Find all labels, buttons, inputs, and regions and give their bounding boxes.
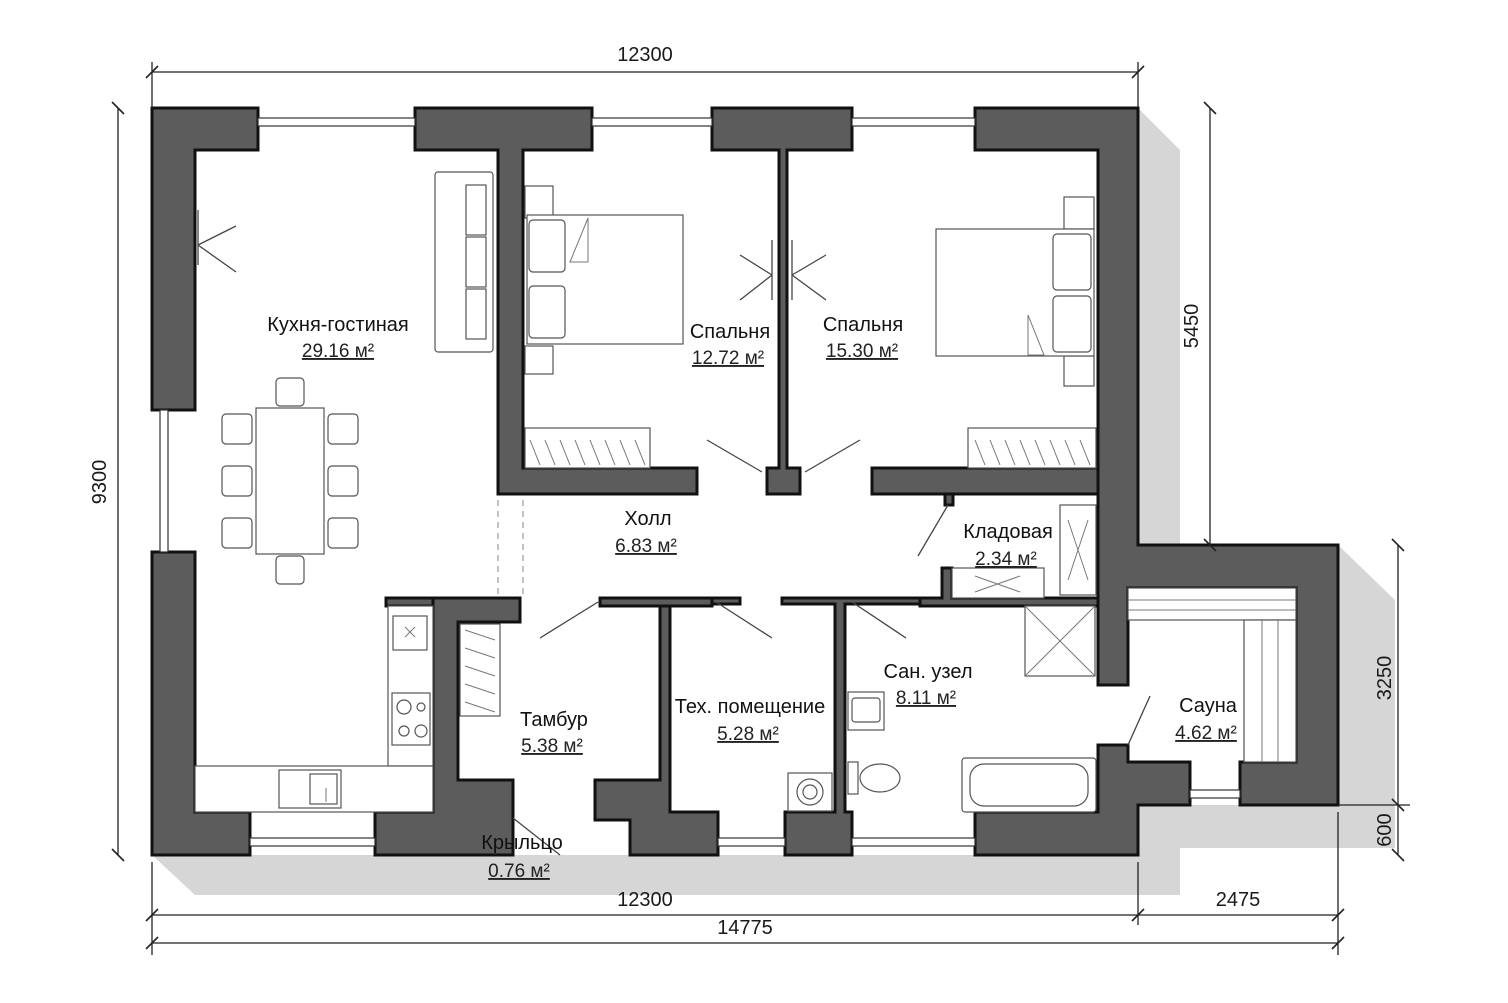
room-storage: Кладовая 2.34 м² — [963, 521, 1053, 570]
room-porch: Крыльцо 0.76 м² — [481, 832, 563, 882]
dim-bottom-sauna: 2475 — [1216, 889, 1261, 911]
outer-wall-top-mid — [413, 106, 699, 496]
room-name: Кухня-гостиная — [267, 314, 409, 336]
room-area: 15.30 м² — [826, 341, 898, 362]
room-name: Крыльцо — [481, 832, 563, 854]
room-bathroom: Сан. узел 8.11 м² — [883, 661, 972, 709]
outer-wall-top-left — [150, 106, 260, 412]
bed-2 — [935, 196, 1095, 387]
room-name: Сауна — [1179, 695, 1238, 717]
windows — [159, 117, 1241, 847]
partition-bedroom2-hall — [870, 466, 1100, 496]
partition-mid — [598, 596, 714, 608]
room-bedroom-1: Спальня 12.72 м² — [690, 321, 770, 369]
dim-right-upper: 5450 — [1181, 304, 1203, 349]
sauna-benches — [1127, 587, 1297, 763]
bathroom-fixtures — [787, 605, 1097, 813]
dim-right-bottom: 600 — [1374, 813, 1396, 846]
partition-storage — [943, 492, 955, 507]
room-area: 5.38 м² — [521, 736, 583, 757]
room-name: Тамбур — [520, 709, 588, 731]
room-hall: Холл 6.83 м² — [615, 508, 677, 557]
room-area: 5.28 м² — [717, 724, 779, 745]
room-vestibule: Тамбур 5.38 м² — [520, 709, 588, 757]
bed-1 — [524, 185, 684, 375]
doors — [197, 210, 1151, 856]
room-area: 29.16 м² — [302, 341, 374, 362]
room-name: Спальня — [690, 321, 770, 343]
room-name: Спальня — [823, 314, 903, 336]
dimension-lines — [111, 62, 1410, 955]
dim-left-height: 9300 — [89, 460, 111, 505]
room-area: 12.72 м² — [692, 348, 764, 369]
room-bedroom-2: Спальня 15.30 м² — [823, 314, 903, 362]
dining-table — [221, 377, 359, 585]
dim-bottom-main: 12300 — [617, 889, 673, 911]
outer-wall-top-mid2 — [710, 106, 854, 496]
room-kitchen: Кухня-гостиная 29.16 м² — [267, 314, 409, 362]
room-area: 0.76 м² — [488, 861, 550, 882]
room-area: 8.11 м² — [896, 688, 956, 709]
room-sauna: Сауна 4.62 м² — [1175, 695, 1238, 744]
outer-wall-bottom-4 — [973, 743, 1192, 857]
sofa — [434, 171, 494, 353]
wardrobes — [459, 427, 1097, 717]
room-name: Кладовая — [963, 521, 1053, 543]
room-name: Сан. узел — [883, 661, 972, 683]
partition-hall-top — [384, 596, 435, 608]
dim-bottom-total: 14775 — [717, 917, 773, 939]
room-tech: Тех. помещение 5.28 м² — [675, 696, 825, 745]
room-area: 2.34 м² — [975, 549, 1037, 570]
dim-right-sauna: 3250 — [1374, 656, 1396, 701]
room-name: Тех. помещение — [675, 696, 825, 718]
room-area: 4.62 м² — [1175, 723, 1237, 744]
kitchen-counter — [194, 605, 434, 813]
room-area: 6.83 м² — [615, 536, 677, 557]
room-name: Холл — [624, 508, 671, 530]
dim-top-width: 12300 — [617, 44, 673, 66]
